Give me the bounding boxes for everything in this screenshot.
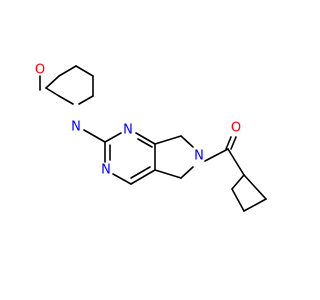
pyrimidine-n3-label: N [101,163,111,178]
cyclobutanecarbonyl-group [204,136,267,212]
bond [154,169,182,179]
bond [58,95,74,105]
bond [227,148,245,176]
bond [204,148,229,162]
pyrimidine-ring [104,132,156,185]
pyrimidine-n1-label: N [123,123,133,138]
carbonyl-oxygen-label: O [231,121,241,136]
bond [45,87,60,97]
molecule-structure: O N N N N O [35,63,267,212]
bond [225,136,232,150]
bond [58,65,77,77]
bond [83,129,106,143]
bond [231,174,245,190]
pyrrolidine-ring [154,135,194,179]
morpholine-oxygen-label: O [35,63,45,78]
bond [231,188,245,212]
bond [243,198,267,212]
bond [104,132,122,143]
bond [45,75,60,89]
bond [75,65,94,77]
bond [180,166,194,179]
bond [137,138,153,148]
bond [230,136,237,150]
morpholine-nitrogen-label: N [71,120,81,135]
bond [135,132,156,145]
morpholine-ring [39,65,94,105]
bond [78,95,94,105]
bond [243,174,267,200]
bond [130,166,151,179]
bond [112,173,132,185]
bond [154,135,182,145]
bond [130,169,156,185]
bond [180,135,194,148]
pyrrolidine-nitrogen-label: N [194,149,204,164]
molecule-canvas: O N N N N O [35,63,267,212]
